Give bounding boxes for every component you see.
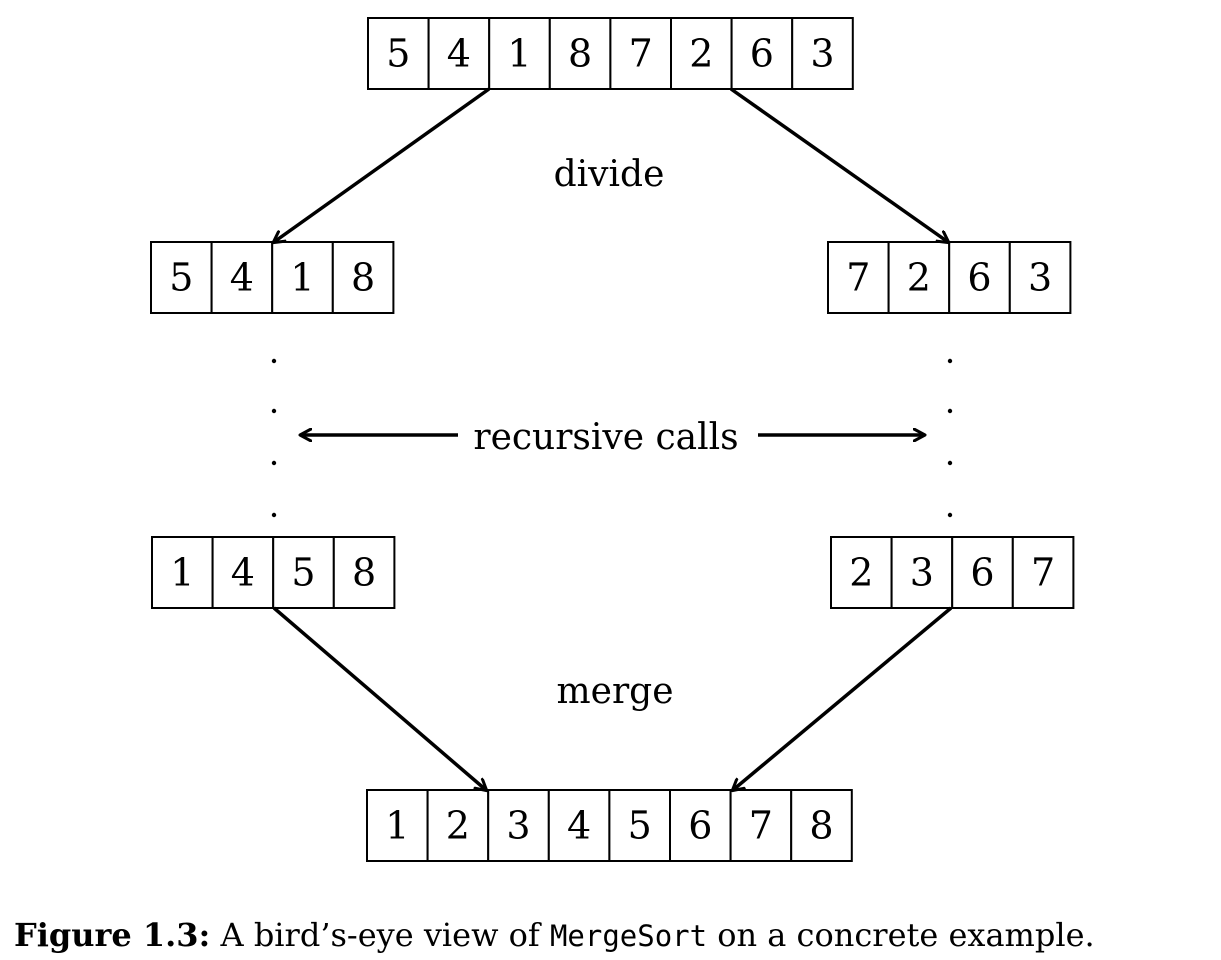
- array-cell-value: 3: [1028, 256, 1052, 300]
- recursive-calls-label: recursive calls: [473, 417, 738, 458]
- figure-caption: Figure 1.3: A bird’s-eye view of MergeSo…: [14, 916, 1095, 954]
- array-cell-value: 5: [291, 551, 315, 595]
- merge-arrow-right: [733, 606, 953, 790]
- array-cell: [210, 241, 274, 314]
- caption-text-after: on a concrete example.: [717, 916, 1095, 954]
- array-cell-value: 2: [689, 32, 713, 76]
- array-cell-value: 5: [386, 32, 410, 76]
- caption-text-before: A bird’s-eye view of: [220, 916, 540, 954]
- array-cell: [367, 17, 430, 90]
- array-cell-value: 6: [970, 551, 994, 595]
- merge-arrow-left: [272, 606, 486, 790]
- array-cell: [151, 536, 214, 609]
- array-cell: [890, 536, 954, 609]
- array-cell: [1011, 536, 1075, 609]
- left-ellipsis-dots: [271, 358, 277, 518]
- array-cell: [150, 241, 213, 314]
- array-cell: [609, 17, 673, 90]
- array-cell: [331, 241, 395, 314]
- array-cell: [488, 17, 551, 90]
- caption-figure-label: Figure 1.3:: [14, 916, 211, 954]
- caption-code: MergeSort: [549, 919, 708, 953]
- merge-label: merge: [557, 671, 674, 712]
- array-cell-value: 2: [907, 256, 931, 300]
- array-cell-value: 4: [231, 551, 255, 595]
- array-cell-value: 3: [810, 32, 834, 76]
- array-cell: [670, 17, 733, 90]
- array-cell-value: 7: [629, 32, 653, 76]
- array-cell-value: 3: [506, 804, 530, 848]
- array-cell-value: 8: [351, 256, 375, 300]
- divide-arrow-left: [274, 87, 491, 242]
- array-cell-value: 6: [967, 256, 991, 300]
- array-cell-value: 4: [447, 32, 471, 76]
- right-ellipsis-dots: [947, 358, 953, 518]
- array-cell-value: 1: [290, 256, 314, 300]
- array-cell-value: 8: [809, 804, 833, 848]
- array-cell-value: 5: [628, 804, 652, 848]
- array-cell-value: 3: [910, 551, 934, 595]
- array-cell: [730, 17, 794, 90]
- array-cell-value: 2: [446, 804, 470, 848]
- divide-arrow-right: [729, 87, 948, 242]
- array-cell-value: 6: [688, 804, 712, 848]
- array-cell: [887, 241, 951, 314]
- array-cell-value: 8: [568, 32, 592, 76]
- array-cell: [547, 789, 611, 862]
- array-cell: [487, 789, 550, 862]
- array-cell: [427, 17, 491, 90]
- array-cell: [827, 241, 890, 314]
- array-cell-value: 4: [230, 256, 254, 300]
- array-cell-value: 2: [849, 551, 873, 595]
- array-cell: [366, 789, 429, 862]
- array-cell-value: 7: [1031, 551, 1055, 595]
- array-cell: [1008, 241, 1072, 314]
- array-cell: [830, 536, 893, 609]
- array-cell-value: 5: [169, 256, 193, 300]
- array-cell: [608, 789, 672, 862]
- array-cell-value: 7: [749, 804, 773, 848]
- array-cell: [272, 536, 335, 609]
- array-cell-value: 6: [750, 32, 774, 76]
- array-cell: [729, 789, 793, 862]
- array-cell-value: 1: [385, 804, 409, 848]
- array-cell-value: 8: [352, 551, 376, 595]
- array-cell: [951, 536, 1014, 609]
- array-cell-value: 1: [507, 32, 531, 76]
- array-cell-value: 4: [567, 804, 591, 848]
- array-cell-value: 1: [170, 551, 194, 595]
- array-cell-value: 7: [846, 256, 870, 300]
- array-cell: [790, 789, 853, 862]
- divide-label: divide: [554, 154, 665, 195]
- array-cell: [332, 536, 396, 609]
- array-cell: [791, 17, 854, 90]
